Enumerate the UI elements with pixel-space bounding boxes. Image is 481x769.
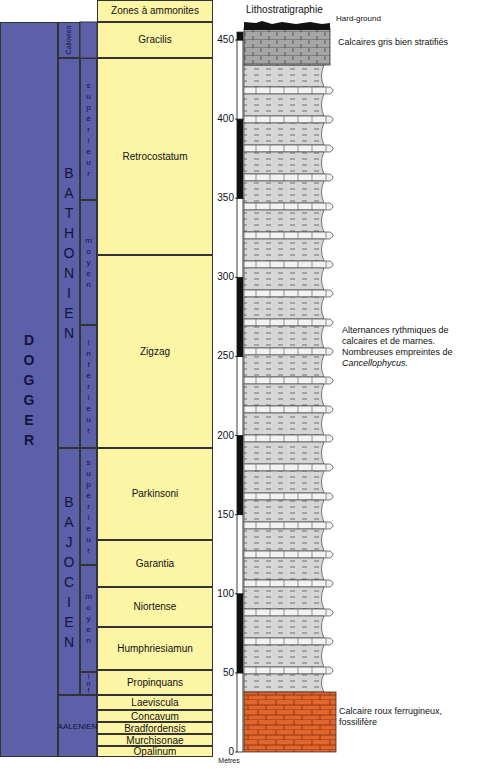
stage-band: moyen xyxy=(80,565,97,672)
band-label: Laeviscula xyxy=(131,697,178,708)
zone-band: Parkinsoni xyxy=(97,448,213,540)
axis-unit: Mètres xyxy=(214,757,244,765)
depth-number: 150 xyxy=(206,509,234,521)
zone-band: Humphriesiamun xyxy=(97,627,213,670)
stage-band: BAJOCIEN xyxy=(58,448,80,695)
band-label: Opalinum xyxy=(134,746,177,757)
stage-band: inférieur xyxy=(80,325,97,448)
band-label: inf xyxy=(86,673,98,694)
band-label: Parkinsoni xyxy=(132,488,179,500)
zone-band: Zones à ammonites xyxy=(97,0,213,22)
band-label: Humphriesiamun xyxy=(117,643,193,655)
depth-number: 50 xyxy=(206,667,234,679)
lithology-note: Alternances rythmiques de calcaires et d… xyxy=(342,325,478,347)
band-label: Zones à ammonites xyxy=(111,5,199,17)
zone-band: Zigzag xyxy=(97,255,213,448)
zone-band: Garantia xyxy=(97,540,213,587)
stage-band: Callovien xyxy=(58,22,80,58)
band-label: Gracilis xyxy=(138,34,171,46)
stage-band: supérieur xyxy=(80,58,97,200)
band-label: AALENIEN xyxy=(57,721,97,732)
zone-band: Niortense xyxy=(97,587,213,627)
band-label: Murchisonae xyxy=(126,735,183,746)
zone-band: Opalinum xyxy=(97,746,213,757)
depth-number: 200 xyxy=(206,430,234,442)
band-label: Propinquans xyxy=(127,677,183,689)
zone-band: Bradfordensis xyxy=(97,722,213,734)
depth-number: 400 xyxy=(206,113,234,125)
stage-band: DOGGER xyxy=(0,22,58,757)
band-label: Niortense xyxy=(134,601,177,613)
zone-band: Murchisonae xyxy=(97,734,213,746)
stage-band: AALENIEN xyxy=(58,695,97,757)
zone-band: Retrocostatum xyxy=(97,58,213,255)
lithology-note: Calcaires gris bien stratifiés xyxy=(338,37,478,48)
lithology-note: Calcaire roux ferrugineux, fossilifère xyxy=(339,706,477,728)
band-label: Concavum xyxy=(131,711,179,722)
depth-number: 100 xyxy=(206,588,234,600)
band-label: Garantia xyxy=(136,558,174,570)
depth-number: 0 xyxy=(206,746,234,758)
band-label: DOGGER xyxy=(23,330,47,450)
lithology-note: Cancellophycus. xyxy=(342,358,478,369)
zone-band: Gracilis xyxy=(97,22,213,58)
band-label: Retrocostatum xyxy=(122,151,187,163)
lithology-note: Nombreuses empreintes de xyxy=(342,347,478,358)
band-label: Zigzag xyxy=(140,346,170,358)
stage-band: inf xyxy=(80,672,97,695)
depth-number: 300 xyxy=(206,271,234,283)
zone-band: Propinquans xyxy=(97,670,213,695)
depth-number: 350 xyxy=(206,192,234,204)
band-label: Callovien xyxy=(65,26,73,55)
stage-band: moyen xyxy=(80,200,97,325)
stage-band: BATHONIEN xyxy=(58,58,80,448)
zone-band: Laeviscula xyxy=(97,695,213,710)
zone-band: Concavum xyxy=(97,710,213,722)
band-label: Bradfordensis xyxy=(124,723,186,734)
depth-number: 250 xyxy=(206,350,234,362)
column-header: Lithostratigraphie xyxy=(246,4,346,16)
depth-number: 450 xyxy=(206,34,234,46)
lithology-note: Hard-ground xyxy=(336,14,476,24)
stage-band: supérieur xyxy=(80,448,97,565)
